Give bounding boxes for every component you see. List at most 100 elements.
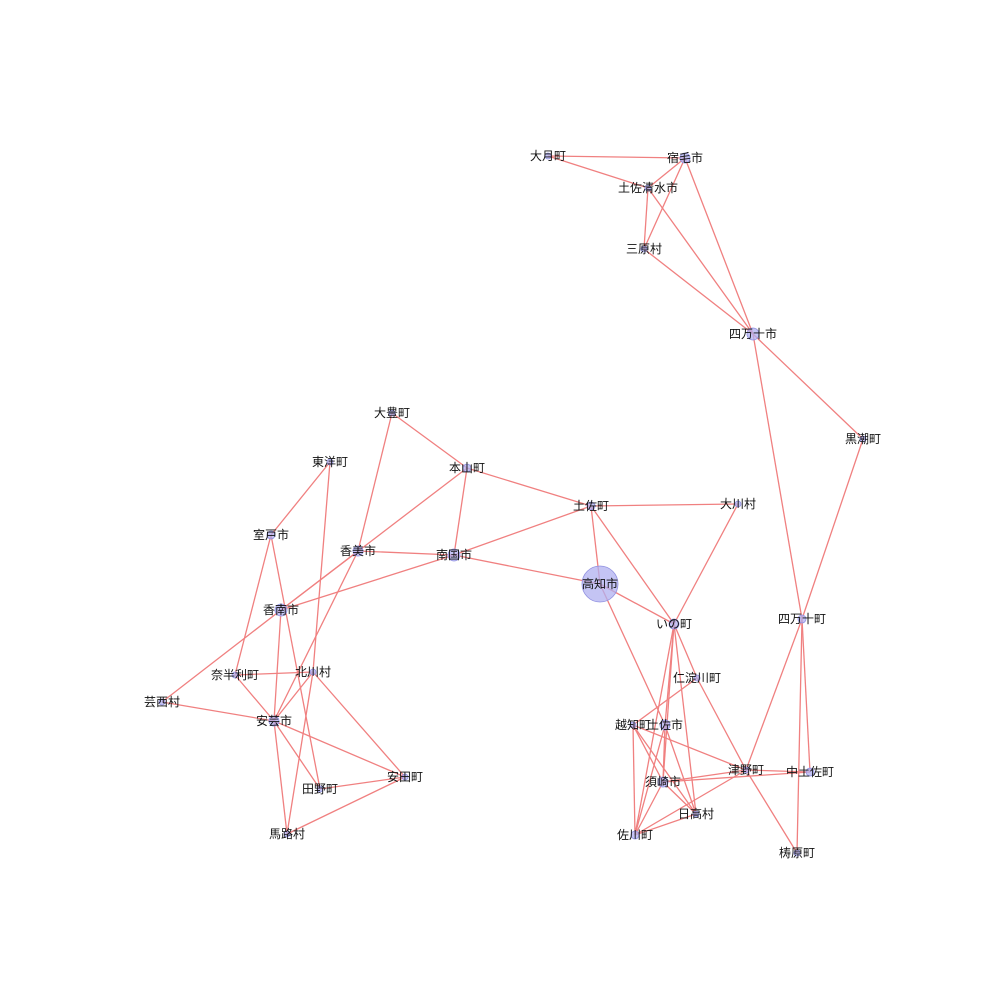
node-13[interactable] [447, 548, 461, 562]
edge-22 [312, 461, 331, 673]
edge-52 [632, 724, 636, 836]
node-label-30: 日高村 [678, 806, 714, 821]
node-12[interactable] [352, 545, 364, 557]
edge-50 [632, 677, 698, 726]
node-23[interactable] [629, 721, 637, 729]
edge-layer [161, 155, 864, 854]
node-4[interactable] [746, 327, 760, 341]
node-layer [158, 152, 867, 857]
edge-41 [273, 720, 321, 790]
node-label-1: 宿毛市 [667, 150, 703, 165]
edge-62 [662, 769, 747, 783]
node-label-16: いの町 [656, 617, 692, 631]
node-11[interactable] [266, 530, 276, 540]
edge-42 [273, 720, 288, 835]
edge-39 [161, 701, 275, 722]
node-label-0: 大月町 [530, 149, 566, 163]
edge-36 [273, 671, 314, 722]
node-17[interactable] [797, 614, 807, 624]
label-layer: 大月町宿毛市土佐清水市三原村四万十市黒潮町大豊町本山町東洋町土佐町大川村室戸市香… [144, 149, 881, 860]
edge-60 [801, 618, 811, 773]
edge-6 [647, 187, 754, 335]
node-21[interactable] [158, 698, 166, 706]
edge-27 [273, 550, 359, 722]
node-27[interactable] [742, 766, 750, 774]
edge-38 [286, 671, 314, 835]
node-9[interactable] [586, 501, 596, 511]
edge-66 [662, 771, 811, 783]
edge-12 [357, 412, 393, 552]
node-7[interactable] [462, 463, 472, 473]
edge-48 [634, 623, 675, 836]
node-18[interactable] [231, 671, 239, 679]
node-28[interactable] [805, 767, 815, 777]
edge-0 [547, 155, 686, 159]
edge-19 [590, 505, 675, 625]
node-label-23: 越知町 [615, 718, 651, 732]
node-label-24: 土佐市 [647, 717, 683, 732]
node-label-5: 黒潮町 [845, 431, 881, 446]
node-22[interactable] [268, 715, 280, 727]
edge-3 [643, 157, 686, 250]
node-30[interactable] [692, 810, 700, 818]
edge-54 [632, 724, 697, 815]
node-label-3: 三原村 [626, 242, 662, 256]
node-26[interactable] [316, 785, 324, 793]
node-33[interactable] [793, 849, 801, 857]
node-label-11: 室戸市 [253, 527, 289, 542]
edge-13 [466, 467, 592, 507]
node-19[interactable] [309, 668, 317, 676]
node-label-32: 馬路村 [269, 826, 305, 841]
edge-7 [643, 248, 754, 335]
edge-21 [270, 461, 331, 536]
node-label-4: 四万十市 [729, 326, 777, 341]
edge-56 [662, 724, 666, 783]
node-label-15: 香南市 [263, 602, 299, 617]
node-2[interactable] [644, 184, 652, 192]
edge-18 [453, 505, 592, 556]
node-label-14: 高知市 [582, 576, 618, 591]
edge-43 [319, 776, 406, 790]
edge-35 [234, 674, 275, 722]
node-20[interactable] [693, 674, 701, 682]
node-6[interactable] [388, 409, 396, 417]
node-29[interactable] [657, 776, 669, 788]
node-25[interactable] [401, 773, 409, 781]
edge-20 [673, 503, 739, 625]
node-16[interactable] [668, 618, 680, 630]
edge-68 [634, 781, 664, 836]
node-label-28: 中土佐町 [786, 764, 834, 779]
edge-45 [673, 623, 698, 679]
edge-28 [453, 554, 601, 585]
edge-34 [234, 671, 314, 676]
edge-16 [590, 503, 739, 507]
node-14[interactable] [581, 565, 619, 603]
edge-9 [752, 333, 803, 620]
node-1[interactable] [679, 152, 691, 164]
node-0[interactable] [544, 152, 552, 160]
node-5[interactable] [859, 435, 867, 443]
node-3[interactable] [640, 245, 648, 253]
node-label-33: 梼原町 [779, 845, 815, 860]
node-15[interactable] [274, 603, 288, 617]
edge-53 [632, 724, 664, 783]
edge-24 [270, 534, 321, 790]
edge-11 [391, 412, 468, 469]
node-label-31: 佐川町 [617, 828, 653, 842]
edge-4 [684, 157, 754, 335]
node-31[interactable] [630, 830, 640, 840]
node-label-6: 大豊町 [374, 406, 410, 420]
node-label-17: 四万十町 [778, 612, 826, 626]
edge-23 [234, 534, 272, 676]
node-label-9: 土佐町 [573, 499, 609, 513]
node-10[interactable] [734, 500, 742, 508]
edge-8 [752, 333, 864, 440]
edge-69 [634, 813, 697, 836]
node-8[interactable] [326, 458, 334, 466]
edge-33 [273, 609, 282, 722]
node-32[interactable] [283, 830, 291, 838]
edge-25 [357, 550, 455, 556]
node-label-21: 芸西村 [144, 695, 180, 709]
node-label-12: 香美市 [340, 543, 376, 558]
node-24[interactable] [659, 719, 671, 731]
